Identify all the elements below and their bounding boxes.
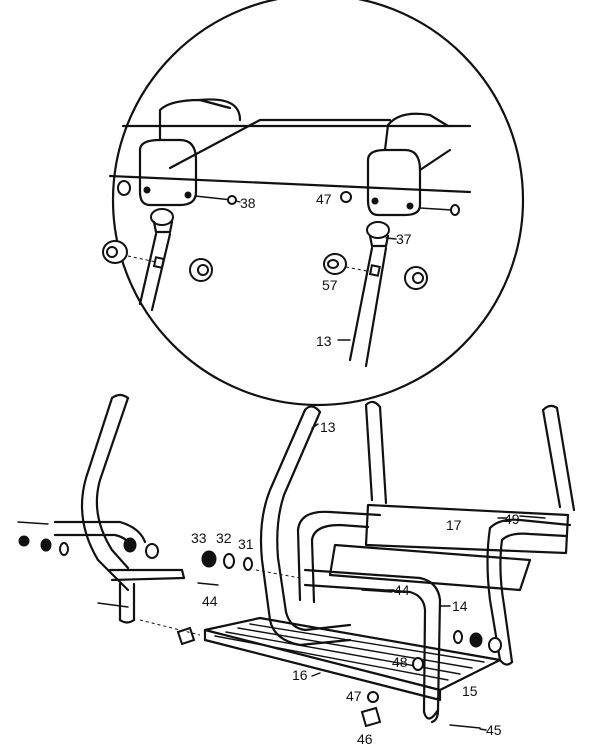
callout-31: 31 — [238, 536, 254, 552]
callout-14: 14 — [452, 598, 468, 614]
inset-bolt-38 — [194, 195, 237, 205]
main-assembly — [17, 393, 576, 729]
callout-38: 38 — [240, 195, 256, 211]
callout-46: 46 — [357, 731, 373, 747]
crossbar-44 — [303, 568, 442, 724]
right-front-leg — [486, 526, 514, 666]
callout-17: 17 — [446, 517, 462, 533]
callout-45: 45 — [486, 722, 502, 738]
callout-15: 15 — [462, 683, 478, 699]
inset-right-bracket — [366, 112, 452, 217]
inset-left-bracket — [117, 98, 242, 207]
callout-47: 47 — [346, 688, 362, 704]
callout-32: 32 — [216, 530, 232, 546]
seat-back-17 — [364, 503, 570, 555]
rear-hardware — [453, 515, 546, 653]
callout-48: 48 — [392, 654, 408, 670]
armrest-loops — [296, 510, 572, 604]
callout-44-right: 44 — [394, 582, 410, 598]
inset-tube-13 — [348, 246, 388, 368]
inset-top-beam — [108, 118, 472, 194]
rear-uprights — [364, 400, 576, 512]
callout-57: 57 — [322, 277, 338, 293]
inset-bushing-left-2 — [189, 258, 213, 282]
callout-44-left: 44 — [202, 593, 218, 609]
callout-16: 16 — [292, 667, 308, 683]
inset-nut-47 — [340, 191, 352, 203]
detail-inset — [102, 0, 525, 407]
callout-49: 49 — [504, 511, 520, 527]
front-frame-13 — [259, 405, 352, 647]
callout-37: 37 — [396, 231, 412, 247]
left-side-frame — [53, 393, 186, 624]
leader-lines — [235, 200, 507, 731]
inset-bolt-right — [419, 204, 460, 216]
callout-33: 33 — [191, 530, 207, 546]
callout-13-top: 13 — [316, 333, 332, 349]
clamp-parts — [176, 626, 481, 729]
callout-labels: 38 47 37 57 13 13 17 49 33 32 31 44 44 1… — [191, 191, 520, 747]
parts-33-32-31 — [201, 550, 253, 571]
inset-cap-37 — [366, 221, 390, 248]
callout-13: 13 — [320, 419, 336, 435]
inset-nut-57 — [323, 253, 347, 275]
seat-slats-16 — [203, 543, 532, 702]
inset-cap-left — [150, 208, 174, 234]
left-hardware — [17, 521, 219, 608]
inset-bushing-right — [404, 266, 428, 290]
inset-tube-left — [138, 232, 172, 312]
callout-47-top: 47 — [316, 191, 332, 207]
detail-circle — [111, 0, 525, 407]
inset-bushing-left — [102, 240, 128, 264]
